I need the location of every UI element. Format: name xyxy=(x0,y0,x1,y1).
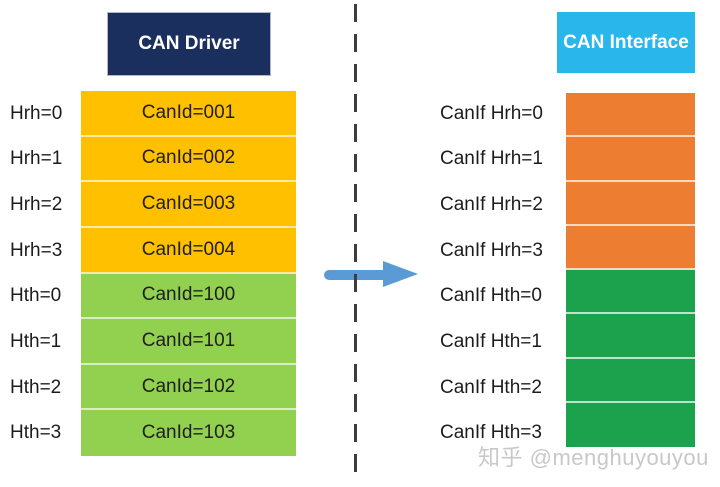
interface-handle-label: CanIf Hrh=1 xyxy=(440,148,543,170)
can-id-cell: CanId=102 xyxy=(81,364,296,411)
can-interface-header: CAN Interface xyxy=(557,12,695,73)
arrow-head xyxy=(383,261,418,287)
driver-handle-label: Hrh=1 xyxy=(10,148,63,170)
driver-handle-label: Hth=2 xyxy=(10,376,62,398)
driver-handle-label: Hrh=0 xyxy=(10,102,63,124)
interface-cell xyxy=(566,314,695,359)
driver-handle-label: Hth=0 xyxy=(10,285,62,307)
can-id-cell: CanId=103 xyxy=(81,410,296,456)
can-id-cell: CanId=003 xyxy=(81,182,296,228)
interface-cell xyxy=(566,225,695,270)
interface-handle-label: CanIf Hrh=0 xyxy=(440,102,543,124)
driver-handle-labels: Hrh=0 Hrh=1 Hrh=2 Hrh=3 Hth=0 Hth=1 Hth=… xyxy=(10,91,80,456)
can-id-cell: CanId=002 xyxy=(81,136,296,183)
interface-handle-label: CanIf Hth=1 xyxy=(440,330,542,352)
interface-handle-label: CanIf Hrh=2 xyxy=(440,194,543,216)
interface-handle-labels: CanIf Hrh=0 CanIf Hrh=1 CanIf Hrh=2 CanI… xyxy=(440,91,560,456)
interface-cell xyxy=(566,181,695,226)
driver-handle-label: Hth=3 xyxy=(10,422,62,444)
interface-cell xyxy=(566,137,695,182)
interface-cell xyxy=(566,358,695,403)
can-id-cell: CanId=100 xyxy=(81,273,296,320)
can-interface-stack xyxy=(566,93,695,447)
can-interface-header-label: CAN Interface xyxy=(563,31,689,53)
can-id-cell: CanId=004 xyxy=(81,227,296,274)
interface-cell xyxy=(566,402,695,447)
can-driver-stack: CanId=001 CanId=002 CanId=003 CanId=004 … xyxy=(81,91,296,456)
arrow-right-icon xyxy=(324,261,418,288)
interface-handle-label: CanIf Hrh=3 xyxy=(440,239,543,261)
driver-handle-label: Hth=1 xyxy=(10,330,62,352)
interface-cell xyxy=(566,93,695,138)
can-id-cell: CanId=101 xyxy=(81,319,296,365)
interface-cell xyxy=(566,270,695,315)
zhihu-watermark: 知乎 @menghuyouyou xyxy=(478,445,709,470)
can-id-cell: CanId=001 xyxy=(81,91,296,137)
driver-handle-label: Hrh=3 xyxy=(10,239,63,261)
can-driver-header-label: CAN Driver xyxy=(138,33,240,54)
dashed-divider-line xyxy=(354,4,357,482)
driver-handle-label: Hrh=2 xyxy=(10,194,63,216)
interface-handle-label: CanIf Hth=0 xyxy=(440,285,542,307)
can-driver-header: CAN Driver xyxy=(108,13,270,75)
interface-handle-label: CanIf Hth=3 xyxy=(440,422,542,444)
interface-handle-label: CanIf Hth=2 xyxy=(440,376,542,398)
